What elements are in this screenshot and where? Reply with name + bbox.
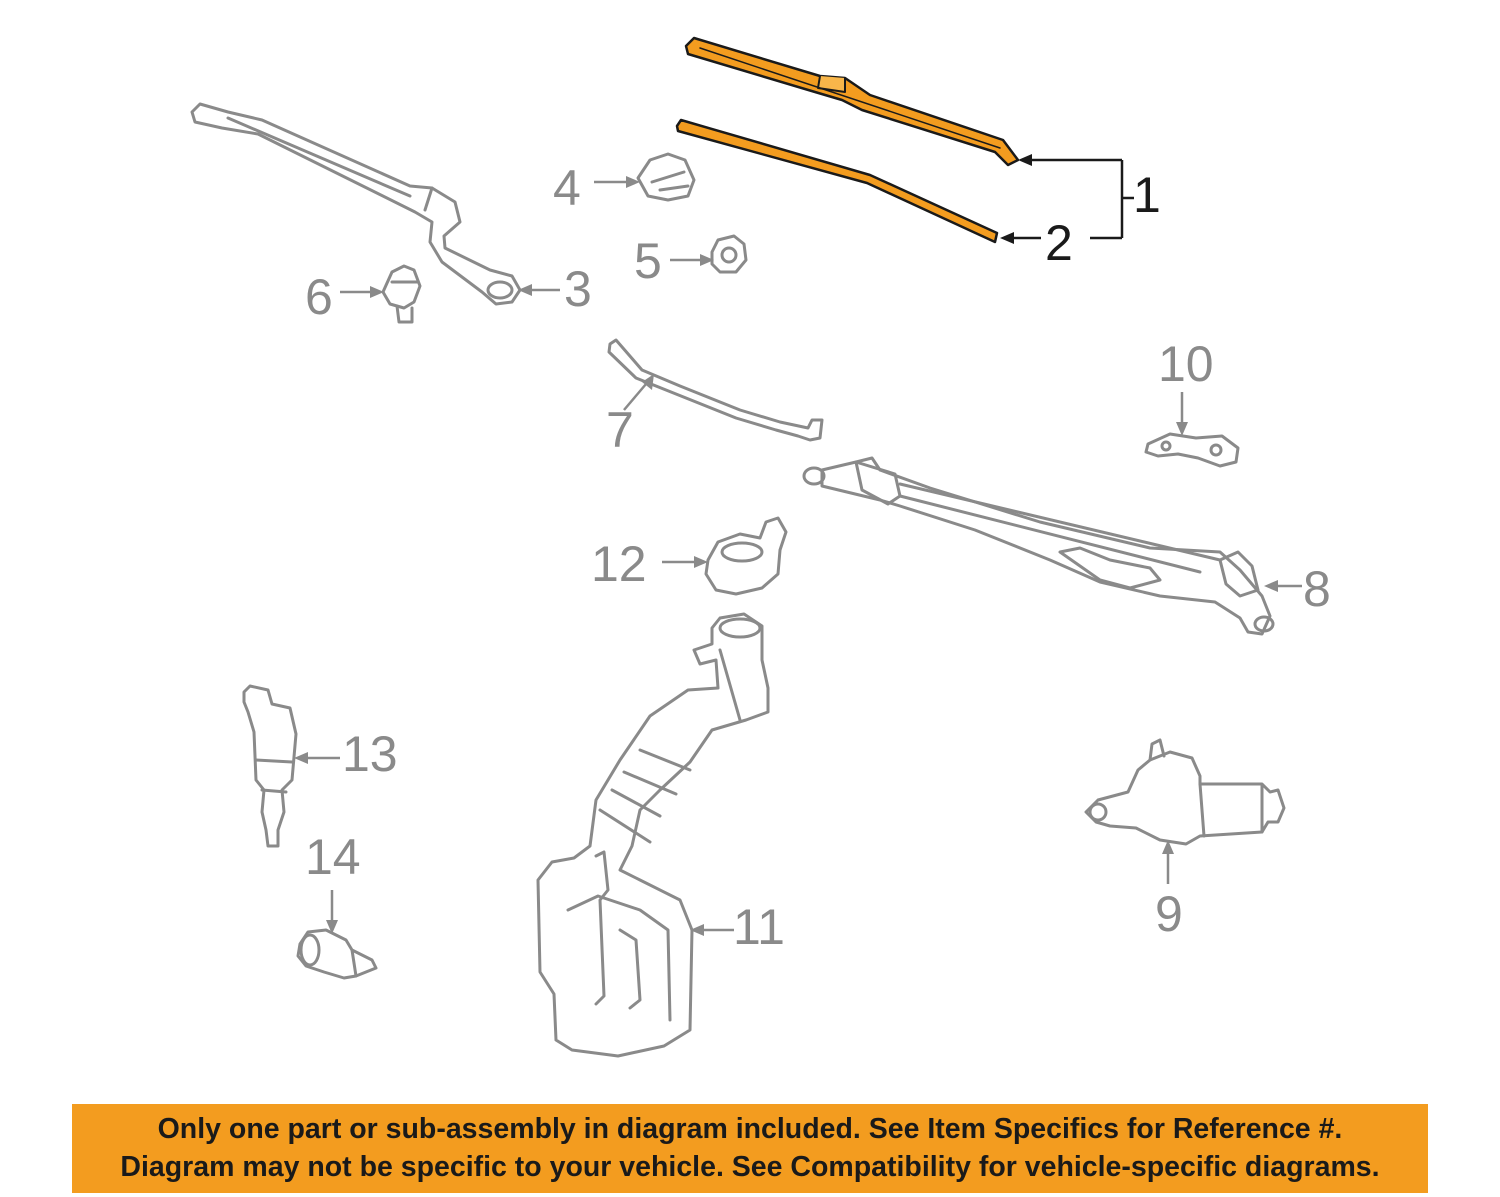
linkage-bracket	[1144, 432, 1240, 468]
blade-refill	[675, 118, 999, 244]
callout-5: 5	[634, 233, 662, 289]
wiper-blade-assembly	[684, 36, 1020, 167]
reservoir-cap	[704, 516, 788, 596]
washer-nozzle	[381, 264, 422, 324]
callout-13: 13	[342, 726, 398, 782]
disclaimer-line-2: Diagram may not be specific to your vehi…	[120, 1151, 1380, 1183]
callout-9: 9	[1155, 886, 1183, 942]
callout-4: 4	[553, 160, 581, 216]
callout-6: 6	[305, 269, 333, 325]
disclaimer-banner: Only one part or sub-assembly in diagram…	[72, 1104, 1428, 1193]
leader-lines	[306, 158, 1302, 932]
washer-pump	[242, 684, 298, 848]
arm-cap	[636, 152, 696, 202]
washer-reservoir	[536, 612, 770, 1058]
callout-2: 2	[1045, 215, 1073, 271]
callout-1: 1	[1133, 167, 1161, 223]
callout-8: 8	[1303, 561, 1331, 617]
arm-nut	[710, 234, 748, 274]
parts-diagram	[190, 36, 1302, 1058]
callout-11: 11	[733, 899, 785, 955]
wiper-motor	[1084, 738, 1286, 846]
callout-3: 3	[564, 261, 592, 317]
callout-10: 10	[1158, 336, 1214, 392]
disclaimer-line-1: Only one part or sub-assembly in diagram…	[157, 1113, 1343, 1145]
washer-hose	[607, 338, 824, 442]
wiper-linkage	[802, 456, 1275, 636]
callout-14: 14	[305, 829, 361, 885]
arrowheads	[294, 154, 1278, 936]
callout-7: 7	[606, 402, 634, 458]
pump-grommet	[296, 928, 378, 980]
callout-12: 12	[591, 536, 647, 592]
wiper-arm	[190, 102, 522, 306]
